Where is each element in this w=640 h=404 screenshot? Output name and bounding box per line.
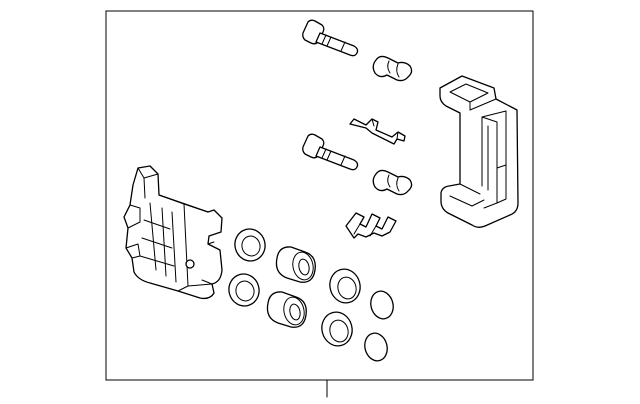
diagram-frame <box>105 10 534 381</box>
boot-upper-icon <box>372 55 413 82</box>
piston-1-icon <box>275 246 316 283</box>
pad-retainer-clip-icon <box>345 212 397 239</box>
guide-pin-lower-icon <box>302 133 359 171</box>
o-ring-1-icon <box>370 290 394 320</box>
guide-pin-upper-icon <box>302 19 359 57</box>
o-ring-2-icon <box>364 332 388 362</box>
piston-seal-1-icon <box>234 228 266 262</box>
piston-2-icon <box>266 291 307 328</box>
piston-seal-4-icon <box>321 311 353 347</box>
piston-seal-2-icon <box>228 273 260 307</box>
piston-seal-3-icon <box>329 268 361 304</box>
caliper-body-icon <box>123 165 223 300</box>
boot-lower-icon <box>372 169 413 196</box>
caliper-bracket-icon <box>439 75 519 228</box>
anti-rattle-shim-icon <box>349 118 406 145</box>
